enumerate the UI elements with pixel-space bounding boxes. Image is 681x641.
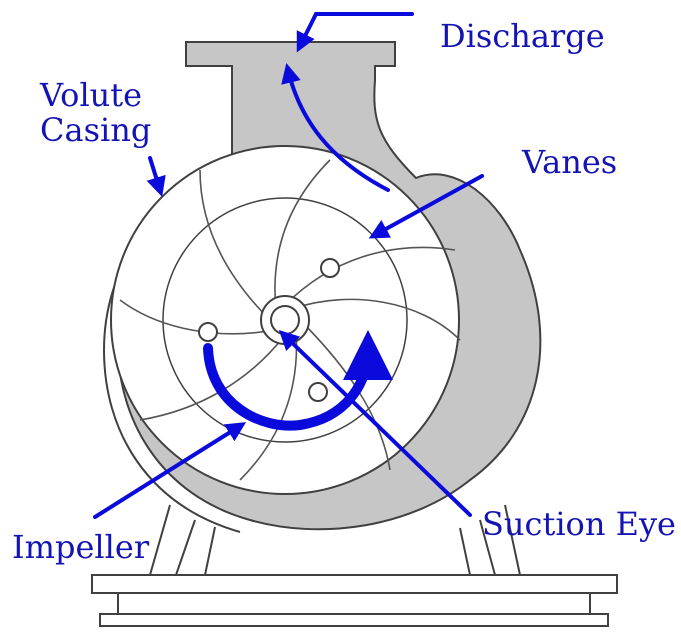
flow-direction-arrow: [281, 62, 390, 192]
impeller-holes: [198, 258, 340, 402]
impeller-label: Impeller: [12, 528, 150, 566]
pump-base: [91, 504, 618, 627]
discharge-pointer-arrow: [296, 12, 414, 53]
suction-eye-label: Suction Eye: [482, 505, 676, 543]
rotation-arrow: [203, 330, 393, 431]
vanes-pointer-arrow: [368, 174, 484, 239]
volute-pointer-arrow: [146, 156, 166, 197]
impeller: [110, 145, 461, 495]
suction-eye-pointer-arrow: [278, 329, 472, 517]
volute-casing-label: Volute Casing: [40, 78, 151, 147]
discharge-label: Discharge: [440, 17, 605, 55]
impeller-pointer-arrow: [93, 422, 247, 519]
annotation-arrows: [93, 12, 484, 519]
vanes-label: Vanes: [522, 143, 618, 181]
volute-casing-label-line1: Volute: [40, 76, 143, 114]
volute-casing-label-line2: Casing: [40, 110, 152, 149]
